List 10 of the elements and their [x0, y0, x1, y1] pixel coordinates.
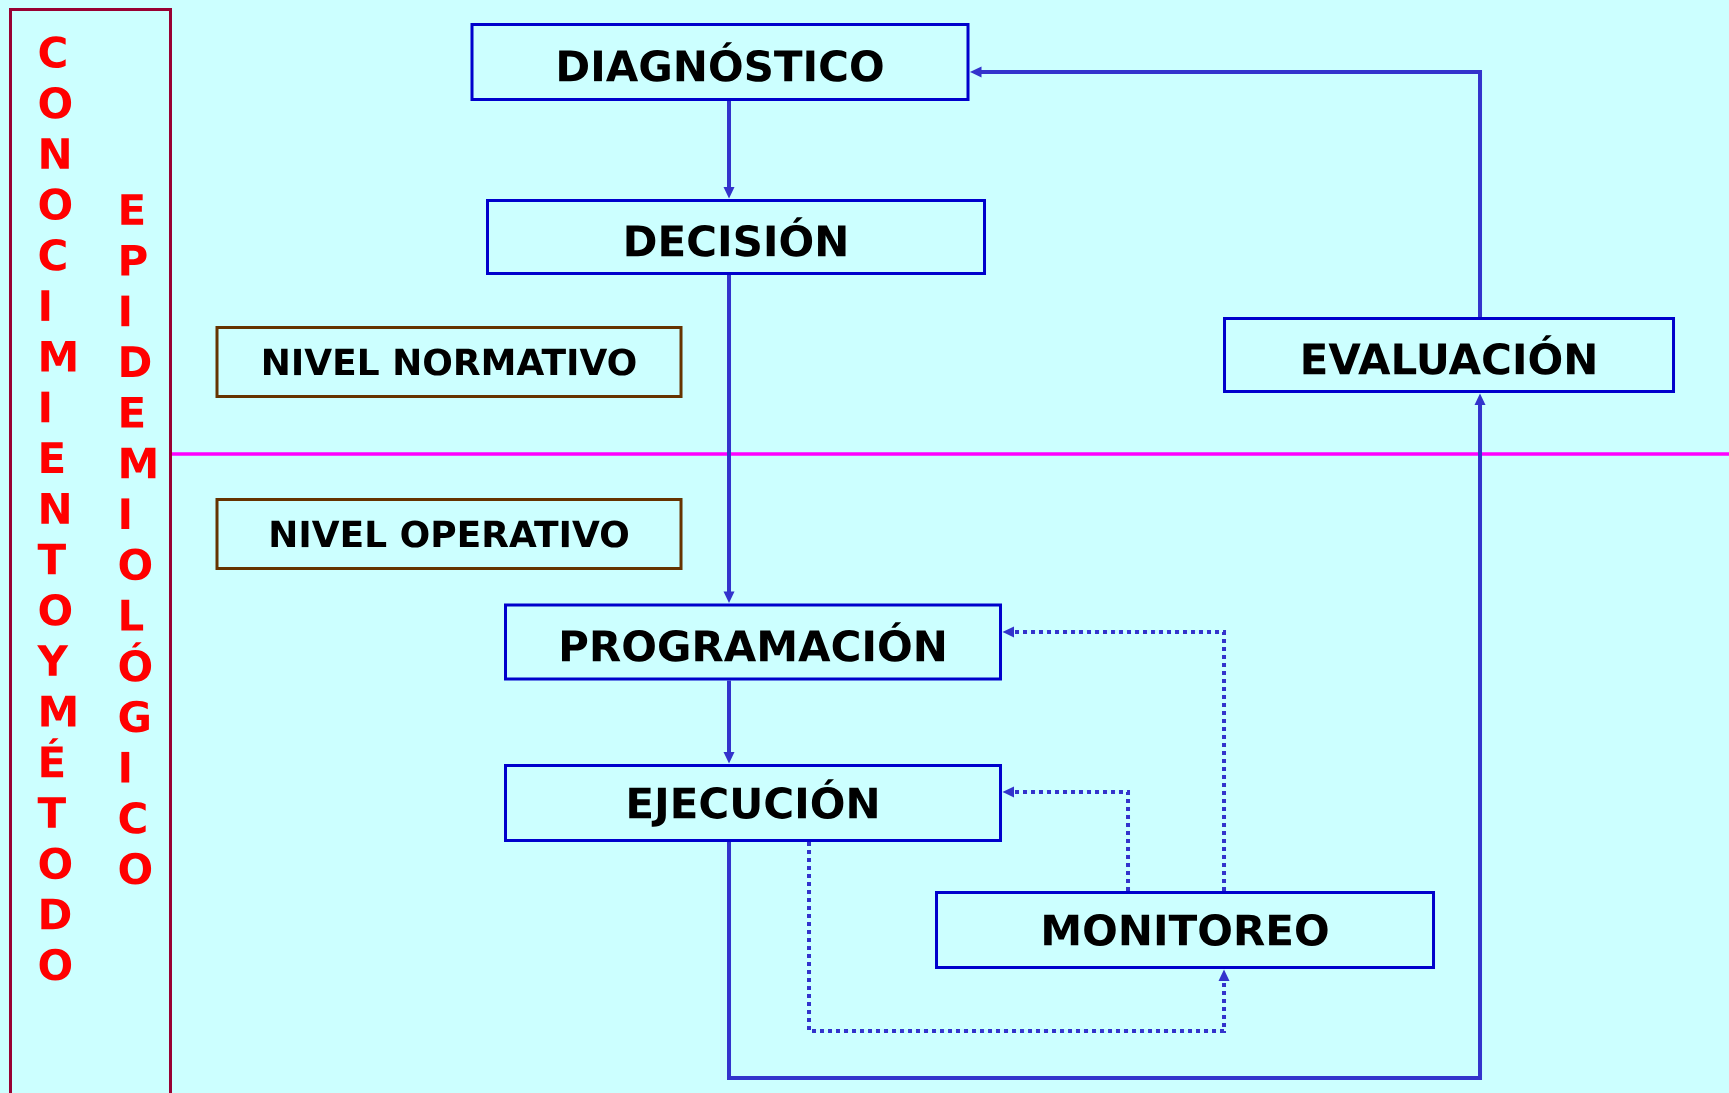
- process-box: DIAGNÓSTICO: [470, 23, 970, 101]
- process-box: EVALUACIÓN: [1223, 317, 1675, 393]
- level-box: NIVEL OPERATIVO: [215, 498, 683, 570]
- process-box: MONITOREO: [935, 891, 1435, 969]
- vertical-text: CONOCIMIENTO Y MÉTODO: [37, 36, 76, 981]
- level-box: NIVEL NORMATIVO: [215, 326, 683, 398]
- process-box: EJECUCIÓN: [504, 764, 1002, 842]
- process-box: DECISIÓN: [486, 199, 986, 275]
- vertical-text: EPIDEMIOLÓGICO: [119, 194, 156, 885]
- process-box: PROGRAMACIÓN: [504, 603, 1002, 681]
